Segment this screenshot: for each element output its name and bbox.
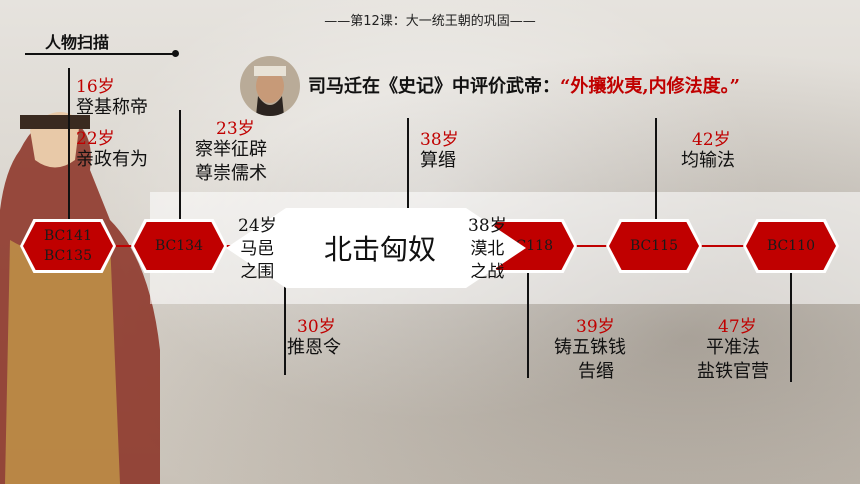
event-text: 平准法	[706, 337, 760, 358]
center-title: 北击匈奴	[323, 233, 436, 266]
event-text: 均输法	[681, 150, 735, 171]
section-underline	[25, 53, 175, 55]
quote-text: “外攘狄夷,内修法度。”	[560, 76, 740, 97]
event-age: 39岁	[576, 317, 615, 337]
mayi-label: 24岁 马邑 之围	[238, 216, 277, 282]
center-banner	[226, 208, 526, 288]
emperor-illustration	[0, 112, 160, 484]
quote: 司马迁在《史记》中评价武帝：“外攘狄夷,内修法度。”	[308, 72, 740, 98]
connector-line	[527, 268, 529, 378]
event-text: 尊崇儒术	[195, 163, 267, 184]
lesson-title: ——第12课：大一统王朝的巩固——	[324, 14, 536, 29]
timeline-node-bc110[interactable]: BC110	[743, 219, 839, 273]
sima-qian-portrait	[240, 56, 300, 116]
event-text: 登基称帝	[76, 97, 148, 118]
section-dot	[172, 50, 179, 57]
event-text: 察举征辟	[195, 139, 267, 160]
node-year: BC115	[630, 238, 678, 254]
section-title: 人物扫描	[45, 33, 110, 52]
event-text: 铸五铢钱	[554, 337, 626, 358]
node-year: BC135	[44, 248, 92, 264]
connector-line	[284, 285, 286, 375]
event-age: 38岁	[420, 130, 459, 150]
mobei-label: 38岁 漠北 之战	[468, 216, 507, 282]
event-age: 16岁	[76, 77, 115, 97]
event-age: 30岁	[297, 317, 336, 337]
connector-line	[68, 68, 70, 228]
event-age: 22岁	[76, 129, 115, 149]
node-year: BC141	[44, 228, 92, 244]
connector-line	[655, 118, 657, 225]
timeline-node-bc134[interactable]: BC134	[131, 219, 227, 273]
timeline-node-bc115[interactable]: BC115	[606, 219, 702, 273]
quote-prefix: 司马迁在《史记》中评价武帝：	[308, 76, 560, 97]
connector-line	[179, 110, 181, 225]
event-text: 亲政有为	[76, 149, 148, 170]
event-age: 23岁	[216, 119, 255, 139]
event-text: 算缗	[420, 150, 456, 171]
event-text: 推恩令	[287, 337, 341, 358]
event-text: 告缗	[578, 361, 614, 382]
event-text: 盐铁官营	[697, 361, 769, 382]
connector-line	[407, 118, 409, 218]
node-year: BC110	[767, 238, 815, 254]
node-year: BC134	[155, 238, 203, 254]
event-age: 47岁	[718, 317, 757, 337]
event-age: 42岁	[692, 130, 731, 150]
connector-line	[790, 270, 792, 382]
timeline-node-bc141[interactable]: BC141 BC135	[20, 219, 116, 273]
